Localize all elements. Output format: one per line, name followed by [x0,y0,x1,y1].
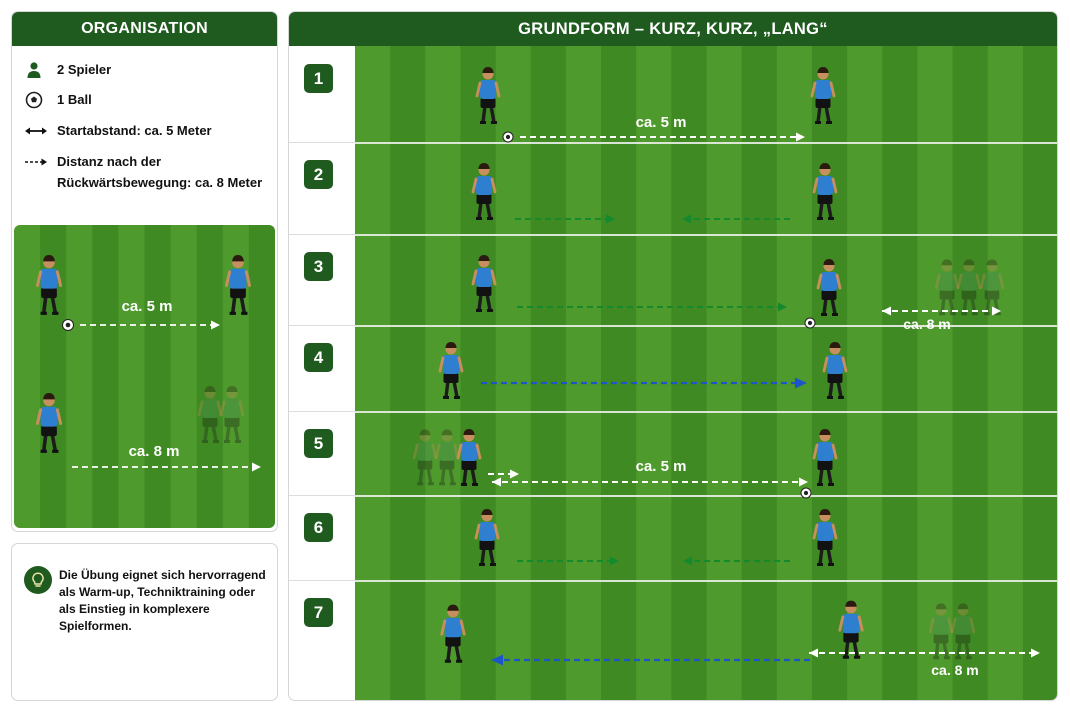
ball [62,319,74,331]
org-item-start-distance: Startabstand: ca. 5 Meter [25,120,212,141]
player [35,255,63,315]
run-arrow [517,556,619,566]
exercise-pitch: ca. 5 m ca. 8 m ca. 5 m ca. 8 m [355,46,1057,700]
ball [804,317,816,329]
step-row-7: 7 [289,581,355,700]
distance-arrow [809,648,1040,658]
player [812,429,838,486]
ghost-player [434,429,460,486]
step-row-1: 1 [289,46,355,143]
row-divider [355,580,1057,582]
player [471,163,497,220]
org-item-ball: 1 Ball [25,89,92,110]
organisation-panel: ORGANISATION 2 Spieler 1 Ball Startabsta… [11,11,278,532]
row-dividers [355,142,1057,582]
run-arrow [515,214,615,224]
ball [502,131,514,143]
player [812,509,838,566]
player [838,600,864,659]
step-number-badge: 6 [304,513,333,542]
step-number-badge: 7 [304,598,333,627]
dashed-arrow-icon [25,151,49,172]
step-row-4: 4 [289,326,355,412]
player [440,604,466,663]
pitch-grass [355,46,1057,700]
player [812,163,838,220]
pass-arrow [517,302,787,312]
organisation-title: ORGANISATION [12,12,277,46]
distance-arrow [882,306,1001,316]
distance-label: ca. 5 m [636,458,687,475]
player [816,259,842,316]
player [35,393,63,453]
move-arrow [488,469,519,479]
ghost-player [412,429,438,486]
run-arrow [682,214,790,224]
step-row-2: 2 [289,143,355,235]
step-illustrations: ca. 5 m ca. 8 m ca. 5 m ca. 8 m [412,67,1040,678]
org-item-players: 2 Spieler [25,59,111,80]
step-number-badge: 4 [304,343,333,372]
step-row-6: 6 [289,496,355,581]
row-divider [355,234,1057,236]
distance-label-8m: ca. 8 m [129,443,180,460]
players [35,255,252,453]
distance-arrow [492,477,808,487]
player [822,342,848,399]
player [456,429,482,486]
row-divider [355,411,1057,413]
distance-label-5m: ca. 5 m [122,298,173,315]
row-divider [355,325,1057,327]
distance-label: ca. 8 m [931,662,978,678]
arrows [72,320,261,472]
player [224,255,252,315]
ball [800,487,812,499]
step-number-badge: 2 [304,160,333,189]
ghost-player [950,603,976,660]
distance-arrow [80,320,220,330]
player [810,67,836,124]
distance-label: ca. 8 m [903,316,950,332]
run-arrow [683,556,790,566]
step-row-3: 3 [289,235,355,326]
distance-arrow [520,132,805,142]
step-number-badge: 3 [304,252,333,281]
row-divider [355,142,1057,144]
ghost-player [928,603,954,660]
main-panel: GRUNDFORM – KURZ, KURZ, „LANG“ 1 2 3 4 5 6 7 c… [288,11,1058,701]
main-title: GRUNDFORM – KURZ, KURZ, „LANG“ [289,12,1057,46]
lightbulb-icon [24,566,52,594]
step-row-5: 5 [289,412,355,496]
step-number-badge: 5 [304,429,333,458]
distance-arrow [72,462,261,472]
player [438,342,464,399]
ghost-player [219,386,245,443]
player [474,509,500,566]
ghost-player [934,259,960,316]
tip-text: Die Übung eignet sich hervorragend als W… [59,568,266,633]
ghost-player [979,259,1005,316]
step-number-badge: 1 [304,64,333,93]
distance-label: ca. 5 m [636,114,687,131]
player-icon [25,59,49,80]
org-item-label: 2 Spieler [57,62,112,77]
long-pass-arrow [491,654,810,666]
ball-icon [25,89,49,110]
player [471,255,497,312]
double-arrow-icon [25,120,49,141]
org-item-label: 1 Ball [57,92,92,107]
organisation-illustration: ca. 5 m ca. 8 m [14,225,275,528]
tip-panel: Die Übung eignet sich hervorragend als W… [11,543,278,701]
ghost-player [197,386,223,443]
long-pass-arrow [481,377,807,389]
org-item-label: Startabstand: ca. 5 Meter [57,123,212,138]
row-divider [355,495,1057,497]
player [475,67,501,124]
